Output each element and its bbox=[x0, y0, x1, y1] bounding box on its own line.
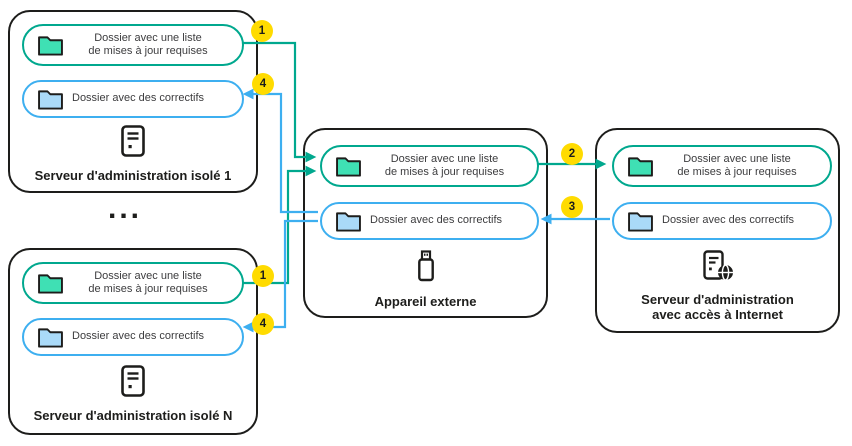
internet-title: Serveur d'administration avec accès à In… bbox=[597, 292, 838, 322]
folder-updates-label: Dossier avec une liste de mises à jour r… bbox=[64, 270, 232, 297]
server-tower-icon bbox=[121, 125, 145, 157]
isolatedN-title: Serveur d'administration isolé N bbox=[33, 408, 233, 423]
folder-patches-icon bbox=[628, 211, 653, 232]
node-internet-server: Dossier avec une liste de mises à jour r… bbox=[595, 128, 840, 333]
folder-updates-icon bbox=[38, 35, 63, 56]
step-badge-1-isolated1: 1 bbox=[251, 20, 273, 42]
node-isolated-server-n: Dossier avec une liste de mises à jour r… bbox=[8, 248, 258, 435]
isolated1-folder-patches-pill: Dossier avec des correctifs bbox=[22, 80, 244, 118]
external-icon-wrap bbox=[305, 250, 546, 282]
folder-updates-label: Dossier avec une liste de mises à jour r… bbox=[362, 153, 527, 180]
step-badge-1-isolatedN: 1 bbox=[252, 265, 274, 287]
folder-updates-label-line1: Dossier avec une liste bbox=[390, 152, 499, 165]
folder-updates-icon bbox=[38, 273, 63, 294]
internet-folder-patches-pill: Dossier avec des correctifs bbox=[612, 202, 832, 240]
folder-updates-label-line1: Dossier avec une liste bbox=[94, 269, 202, 282]
folder-patches-label: Dossier avec des correctifs bbox=[72, 330, 205, 343]
folder-updates-label-line2: de mises à jour requises bbox=[88, 283, 208, 295]
folder-patches-label: Dossier avec des correctifs bbox=[370, 214, 503, 227]
folder-updates-label: Dossier avec une liste de mises à jour r… bbox=[64, 32, 232, 59]
internet-title-line1: Serveur d'administration bbox=[641, 292, 794, 307]
step-badge-2: 2 bbox=[561, 143, 583, 165]
folder-updates-icon bbox=[336, 156, 361, 177]
usb-device-icon bbox=[417, 250, 434, 282]
isolatedN-folder-patches-pill: Dossier avec des correctifs bbox=[22, 318, 244, 356]
folder-updates-label-line2: de mises à jour requises bbox=[88, 45, 208, 57]
step-badge-3: 3 bbox=[561, 196, 583, 218]
internet-title-line2: avec accès à Internet bbox=[652, 307, 783, 322]
isolated1-folder-updates-pill: Dossier avec une liste de mises à jour r… bbox=[22, 24, 244, 66]
internet-icon-wrap bbox=[597, 250, 838, 282]
folder-updates-label-line1: Dossier avec une liste bbox=[94, 31, 202, 44]
folder-patches-label: Dossier avec des correctifs bbox=[72, 92, 205, 105]
server-tower-icon bbox=[121, 365, 145, 397]
folder-updates-icon bbox=[628, 156, 653, 177]
isolated1-title: Serveur d'administration isolé 1 bbox=[34, 168, 232, 183]
step-badge-4-isolated1: 4 bbox=[252, 73, 274, 95]
ellipsis: ... bbox=[107, 192, 142, 225]
node-external-device: Dossier avec une liste de mises à jour r… bbox=[303, 128, 548, 318]
folder-updates-label-line1: Dossier avec une liste bbox=[683, 152, 791, 165]
external-folder-updates-pill: Dossier avec une liste de mises à jour r… bbox=[320, 145, 539, 187]
isolatedN-icon-wrap bbox=[10, 365, 256, 397]
folder-patches-label: Dossier avec des correctifs bbox=[662, 214, 795, 227]
server-globe-icon bbox=[702, 250, 733, 281]
folder-patches-icon bbox=[38, 327, 63, 348]
folder-updates-label-line2: de mises à jour requises bbox=[384, 166, 505, 178]
external-title: Appareil externe bbox=[374, 294, 477, 309]
external-folder-patches-pill: Dossier avec des correctifs bbox=[320, 202, 539, 240]
node-isolated-server-1: Dossier avec une liste de mises à jour r… bbox=[8, 10, 258, 193]
folder-patches-icon bbox=[38, 89, 63, 110]
internet-folder-updates-pill: Dossier avec une liste de mises à jour r… bbox=[612, 145, 832, 187]
folder-patches-icon bbox=[336, 211, 361, 232]
folder-updates-label-line2: de mises à jour requises bbox=[677, 166, 797, 178]
folder-updates-label: Dossier avec une liste de mises à jour r… bbox=[654, 153, 820, 180]
isolated1-icon-wrap bbox=[10, 125, 256, 157]
step-badge-4-isolatedN: 4 bbox=[252, 313, 274, 335]
isolatedN-folder-updates-pill: Dossier avec une liste de mises à jour r… bbox=[22, 262, 244, 304]
